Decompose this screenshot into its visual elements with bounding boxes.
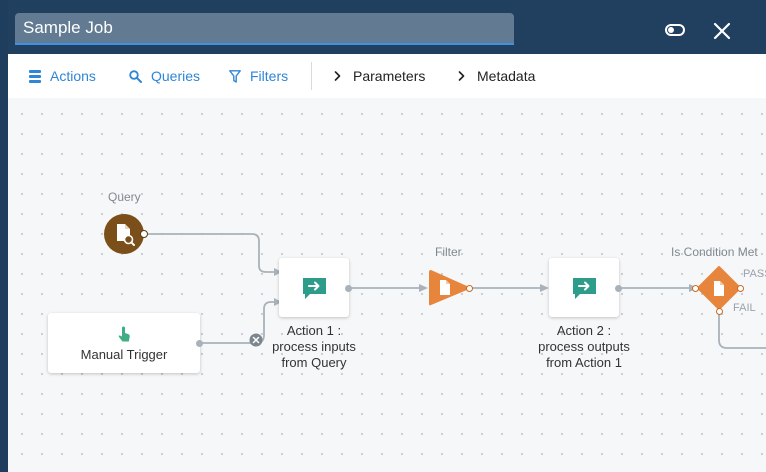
job-title-input[interactable]: [15, 13, 514, 45]
action1-output-port[interactable]: [345, 285, 352, 292]
manual-trigger-node[interactable]: Manual Trigger: [48, 313, 200, 373]
filter-node-caption: Filter: [435, 245, 462, 259]
workflow-canvas[interactable]: Query Manual Trigger: [8, 98, 766, 472]
condition-pass-port[interactable]: [737, 285, 744, 292]
filters-label: Filters: [250, 68, 289, 84]
filter-node[interactable]: [427, 268, 471, 308]
action1-label-line2: process inputs: [272, 339, 356, 354]
edge-condition-fail: [718, 312, 766, 349]
action1-node[interactable]: [279, 258, 349, 317]
toggle-icon[interactable]: [665, 24, 685, 36]
parameters-label: Parameters: [353, 68, 426, 84]
query-node-caption: Query: [108, 190, 141, 204]
edge-arrowhead: [540, 284, 549, 292]
action1-label: Action 1 : process inputs from Query: [258, 323, 370, 371]
close-icon: [713, 22, 731, 40]
edge-arrowhead: [274, 298, 282, 306]
action1-label-line1: Action 1 :: [286, 323, 342, 338]
condition-node-caption: Is Condition Met: [671, 245, 758, 259]
job-editor-window: Actions Queries Filters Parameters: [8, 0, 766, 472]
document-icon: [429, 270, 469, 306]
action2-output-port[interactable]: [615, 285, 622, 292]
edge-query-to-action1: [144, 233, 275, 273]
action2-label-line3: from Action 1: [546, 355, 622, 370]
condition-input-port[interactable]: [692, 285, 699, 292]
condition-fail-port[interactable]: [716, 308, 723, 315]
action2-node[interactable]: [549, 258, 619, 317]
close-button[interactable]: [708, 17, 736, 45]
queries-label: Queries: [151, 68, 201, 84]
edge-arrowhead: [419, 284, 428, 292]
action1-label-line3: from Query: [281, 355, 347, 370]
action2-label: Action 2 : process outputs from Action 1: [524, 323, 644, 371]
document-search-icon: [104, 214, 144, 254]
delete-edge-button[interactable]: [249, 333, 263, 347]
chevron-right-icon: [458, 71, 465, 81]
manual-trigger-label: Manual Trigger: [80, 347, 168, 362]
message-arrow-icon: [573, 278, 596, 299]
trigger-output-port[interactable]: [196, 340, 203, 347]
queries-button[interactable]: Queries: [129, 54, 200, 98]
condition-fail-label: FAIL: [733, 302, 756, 314]
stack-icon: [29, 69, 41, 83]
action2-label-line2: process outputs: [538, 339, 630, 354]
touch-icon: [118, 326, 130, 342]
search-icon: [129, 69, 142, 83]
filters-button[interactable]: Filters: [229, 54, 288, 98]
toggle-knob: [668, 27, 674, 33]
query-output-port[interactable]: [140, 230, 148, 238]
message-arrow-icon: [303, 278, 326, 299]
query-node[interactable]: [103, 213, 145, 255]
metadata-label: Metadata: [477, 68, 536, 84]
action2-label-line1: Action 2 :: [556, 323, 612, 338]
metadata-expander[interactable]: Metadata: [458, 54, 535, 98]
filter-icon: [229, 69, 241, 83]
header-bar: [8, 0, 766, 54]
actions-button[interactable]: Actions: [29, 54, 96, 98]
toolbar: Actions Queries Filters Parameters: [8, 54, 766, 99]
toolbar-divider: [311, 62, 312, 90]
actions-label: Actions: [50, 68, 96, 84]
chevron-right-icon: [334, 71, 341, 81]
condition-pass-label: PASS: [743, 268, 766, 280]
parameters-expander[interactable]: Parameters: [334, 54, 425, 98]
workflow-edges: [144, 233, 766, 349]
edge-arrowhead: [274, 268, 282, 276]
filter-output-port[interactable]: [466, 285, 473, 292]
